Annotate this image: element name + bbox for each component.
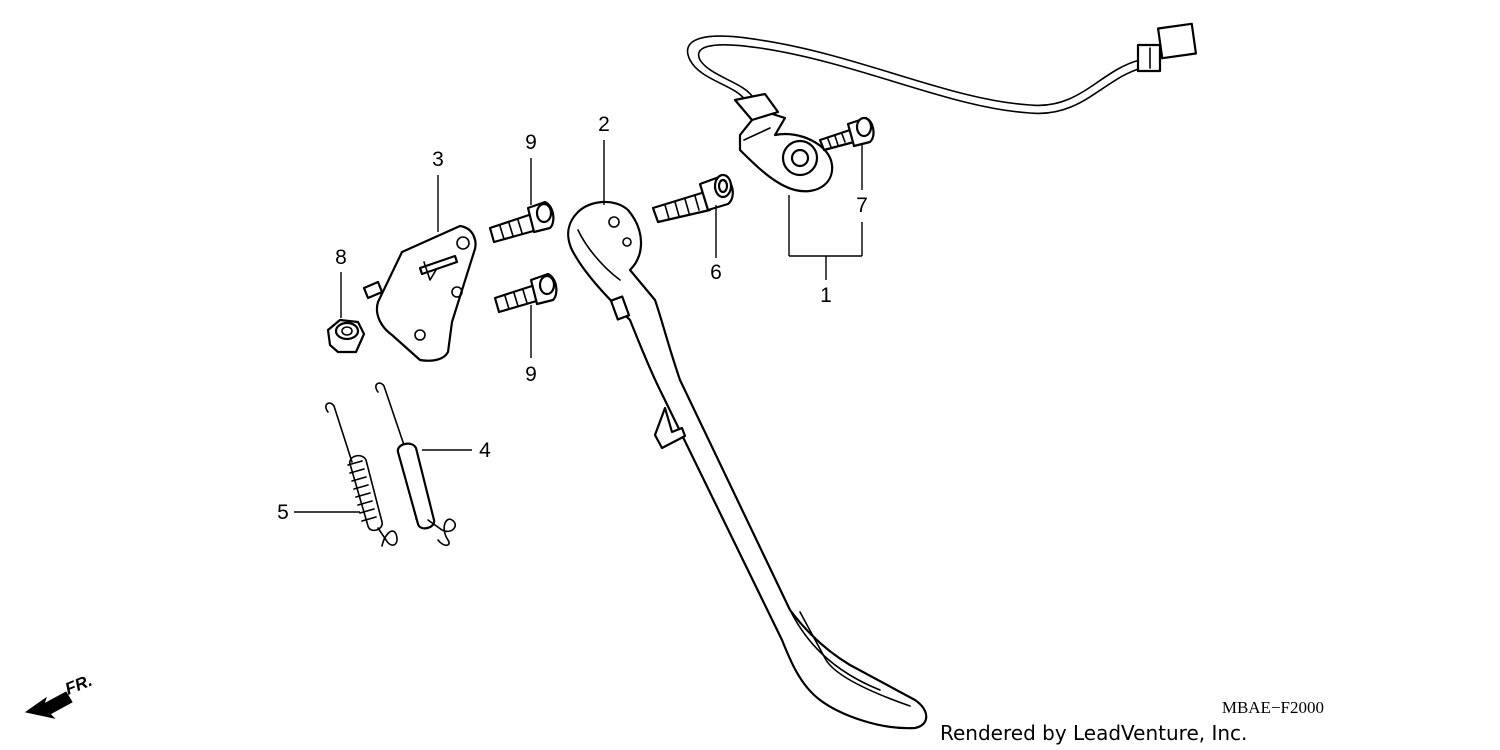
callout-7[interactable]: 7 bbox=[856, 194, 868, 217]
callout-1[interactable]: 1 bbox=[820, 284, 832, 307]
part-2-side-stand[interactable] bbox=[567, 200, 928, 730]
leader-lines bbox=[294, 140, 863, 513]
callout-3[interactable]: 3 bbox=[432, 148, 444, 171]
callout-6[interactable]: 6 bbox=[710, 261, 722, 284]
part-5-spring[interactable] bbox=[325, 402, 398, 547]
direction-label: FR. bbox=[62, 671, 95, 699]
callout-2[interactable]: 2 bbox=[598, 113, 610, 136]
front-arrow-icon: FR. bbox=[24, 671, 95, 719]
part-7-bolt[interactable] bbox=[818, 116, 875, 152]
part-8-nut[interactable] bbox=[326, 318, 366, 354]
part-9-bolt-upper[interactable] bbox=[488, 200, 555, 244]
part-6-pivot-bolt[interactable] bbox=[651, 173, 734, 224]
part-4-spring[interactable] bbox=[375, 382, 457, 547]
part-3-bracket[interactable] bbox=[362, 224, 477, 362]
diagram-code: MBAE−F2000 bbox=[1222, 698, 1324, 717]
callout-9-upper[interactable]: 9 bbox=[525, 131, 537, 154]
callout-5[interactable]: 5 bbox=[277, 501, 289, 524]
part-9-bolt-lower[interactable] bbox=[493, 272, 558, 314]
callout-8[interactable]: 8 bbox=[335, 246, 347, 269]
credit-text: Rendered by LeadVenture, Inc. bbox=[940, 721, 1247, 745]
callout-9-lower[interactable]: 9 bbox=[525, 363, 537, 386]
callout-4[interactable]: 4 bbox=[479, 439, 491, 462]
part-1-side-stand-switch[interactable] bbox=[686, 22, 1198, 193]
